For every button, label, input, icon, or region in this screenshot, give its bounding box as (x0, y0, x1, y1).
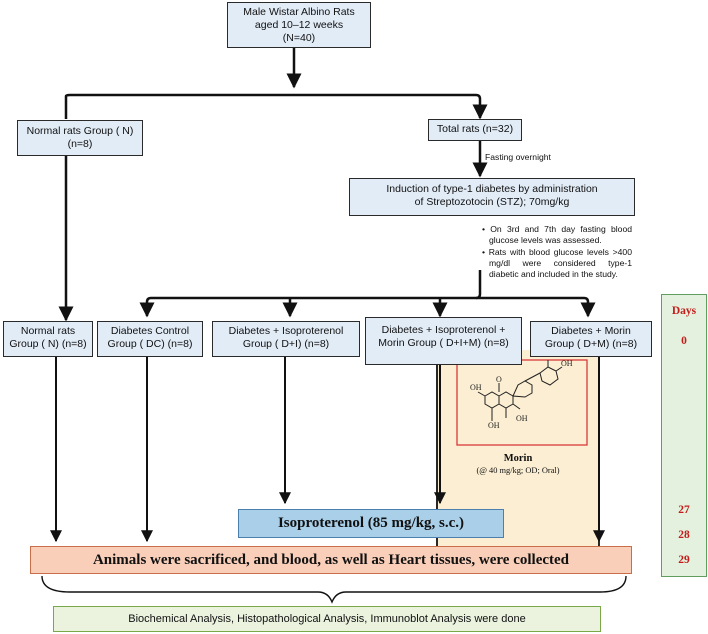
connector-lines (58, 47, 596, 322)
notes-list: • On 3rd and 7th day fasting blood gluco… (482, 224, 632, 281)
sacrifice-box: Animals were sacrificed, and blood, as w… (30, 546, 632, 574)
day-28: 28 (678, 529, 690, 541)
morin-structure (477, 360, 563, 421)
oh-label-7: OH (470, 383, 482, 392)
group-box-dm: Diabetes + Morin Group ( D+M) (n=8) (530, 321, 652, 357)
note-2: • Rats with blood glucose levels >400 mg… (482, 246, 632, 280)
group-box-di: Diabetes + Isoproterenol Group ( D+I) (n… (212, 321, 360, 357)
total-rats-box: Total rats (n=32) (428, 119, 522, 141)
group-box-dim: Diabetes + Isoproterenol + Morin Group (… (365, 317, 522, 365)
group-dm-line-1: Diabetes + Morin (551, 325, 631, 337)
oh-label-5: OH (488, 421, 500, 430)
isoproterenol-box: Isoproterenol (85 mg/kg, s.c.) (238, 509, 504, 538)
top-box: Male Wistar Albino Rats aged 10–12 weeks… (227, 2, 371, 48)
induction-line-1: Induction of type-1 diabetes by administ… (386, 183, 598, 195)
day-0: 0 (681, 335, 687, 347)
fasting-label: Fasting overnight (485, 152, 551, 162)
group-dim-line-1: Diabetes + Isoproterenol + (381, 324, 506, 336)
group-box-normal: Normal rats Group ( N) (n=8) (3, 321, 93, 357)
days-title: Days (671, 305, 697, 317)
day-27: 27 (678, 504, 690, 516)
analysis-box: Biochemical Analysis, Histopathological … (53, 606, 601, 632)
group-box-dc: Diabetes Control Group ( DC) (n=8) (97, 321, 203, 357)
top-line-1: Male Wistar Albino Rats (243, 6, 355, 18)
note-1: • On 3rd and 7th day fasting blood gluco… (482, 224, 632, 246)
oh-label-3: OH (516, 414, 528, 423)
group-di-line-1: Diabetes + Isoproterenol (228, 325, 344, 337)
day-29: 29 (678, 554, 690, 566)
arrow-lines-lower (50, 356, 605, 543)
morin-dose: (@ 40 mg/kg; OD; Oral) (476, 466, 560, 475)
o-label-ring: O (496, 375, 502, 384)
morin-name: Morin (503, 453, 533, 464)
group-di-line-2: Group ( D+I) (n=8) (242, 338, 330, 351)
total-rats-label: Total rats (n=32) (436, 123, 514, 135)
morin-structure-frame (456, 359, 588, 446)
group-dim-line-2: Morin Group ( D+I+M) (n=8) (378, 337, 509, 350)
group-normal-line-1: Normal rats (20, 325, 76, 337)
induction-line-2: of Streptozotocin (STZ); 70mg/kg (414, 196, 570, 209)
days-column (661, 294, 707, 577)
oh-label-4p: OH (561, 359, 573, 368)
group-dc-line-2: Group ( DC) (n=8) (107, 338, 193, 351)
induction-box: Induction of type-1 diabetes by administ… (349, 178, 635, 216)
normal-line-1: Normal rats Group ( N) (26, 125, 134, 137)
group-dm-line-2: Group ( D+M) (n=8) (544, 338, 638, 351)
top-line-2: aged 10–12 weeks (254, 19, 344, 32)
group-normal-line-2: Group ( N) (n=8) (9, 338, 87, 351)
group-dc-line-1: Diabetes Control (110, 325, 190, 337)
curly-brace (41, 575, 627, 604)
top-line-3: (N=40) (282, 32, 316, 45)
normal-rats-group-box: Normal rats Group ( N) (n=8) (17, 120, 143, 156)
normal-line-2: (n=8) (67, 138, 93, 151)
